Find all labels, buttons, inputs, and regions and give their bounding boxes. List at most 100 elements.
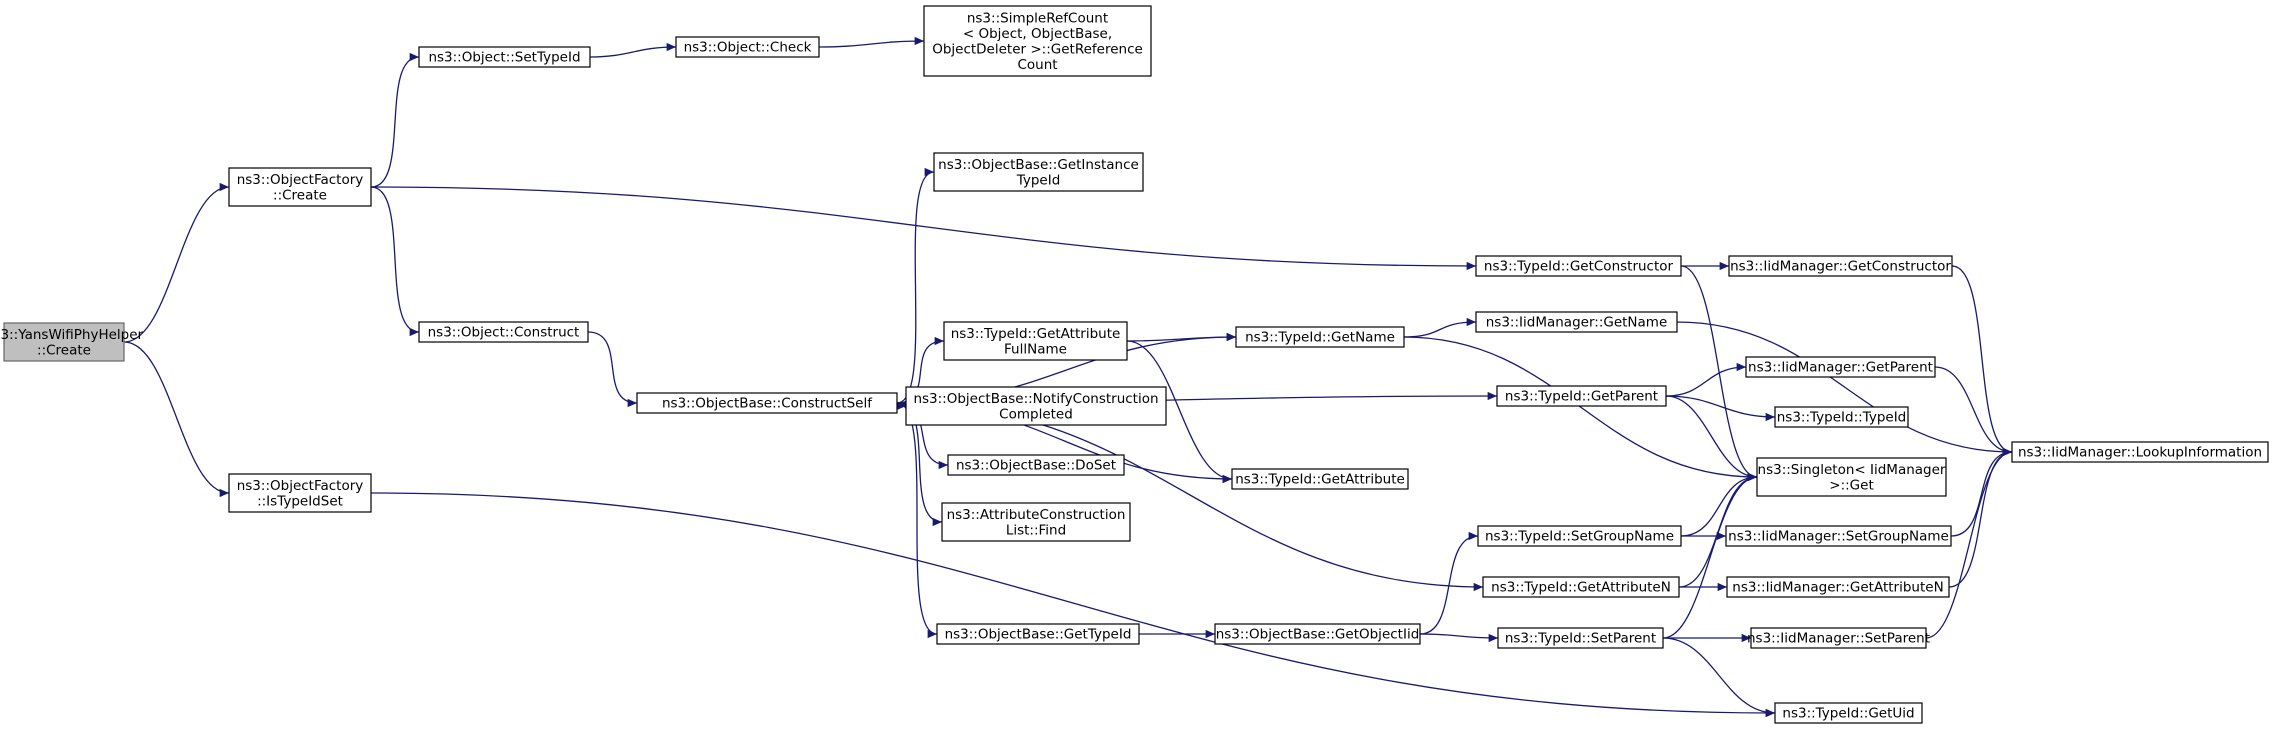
node-box [1774, 406, 1909, 428]
node-label: ObjectDeleter >::GetReference [932, 41, 1143, 57]
node-obj-settypeid[interactable]: ns3::Object::SetTypeId [418, 46, 591, 68]
node-label: ns3::IidManager::SetGroupName [1728, 529, 1949, 545]
node-label: ns3::ObjectBase::GetInstance [938, 157, 1139, 173]
node-label: ns3::IidManager::GetParent [1748, 360, 1933, 376]
edge-of-create-to-tid-getconstructor [370, 186, 1477, 271]
node-iid-setparent[interactable]: ns3::IidManager::SetParent [1747, 627, 1930, 649]
node-ob-getobjectiid[interactable]: ns3::ObjectBase::GetObjectIid [1214, 623, 1421, 645]
node-box [3, 322, 125, 362]
edge-tid-setgroupname-to-singleton-get [1680, 472, 1758, 537]
node-label: ns3::ObjectFactory [237, 478, 364, 494]
node-tid-typeid[interactable]: ns3::TypeId::TypeId [1774, 406, 1909, 428]
node-box [418, 321, 589, 343]
node-box [936, 623, 1140, 645]
node-ob-gettypeid[interactable]: ns3::ObjectBase::GetTypeId [936, 623, 1140, 645]
edge-tid-getname-to-singleton-get [1403, 336, 1758, 482]
edge-obj-settypeid-to-obj-check [589, 42, 677, 58]
node-label: ns3::ObjectBase::NotifyConstruction [913, 391, 1158, 407]
node-box [1231, 468, 1409, 490]
node-yans-create[interactable]: ns3::YansWifiPhyHelper::Create [0, 322, 144, 362]
node-box [1774, 702, 1923, 724]
node-iid-setgroupname[interactable]: ns3::IidManager::SetGroupName [1725, 525, 1952, 547]
node-box [228, 167, 372, 207]
node-box [923, 5, 1152, 77]
node-of-istypeidset[interactable]: ns3::ObjectFactory::IsTypeIdSet [228, 473, 372, 513]
node-label: ns3::Singleton< IidManager [1758, 462, 1946, 478]
node-srefcount[interactable]: ns3::SimpleRefCount< Object, ObjectBase,… [923, 5, 1152, 77]
node-label: ns3::ObjectBase::GetObjectIid [1216, 627, 1420, 643]
edge-iid-getparent-to-iid-lookupinformation [1934, 366, 2013, 457]
edge-iid-getconstructor-to-iid-lookupinformation [1951, 265, 2013, 457]
node-ob-notifyconstruction[interactable]: ns3::ObjectBase::NotifyConstructionCompl… [905, 386, 1167, 426]
edge-of-create-to-obj-construct [370, 186, 420, 337]
node-box [1235, 326, 1405, 348]
node-tid-getparent[interactable]: ns3::TypeId::GetParent [1496, 385, 1667, 407]
node-label: ns3::IidManager::GetConstructor [1730, 259, 1951, 275]
node-label: ns3::ObjectBase::ConstructSelf [662, 396, 873, 412]
edge-iid-getattributen-to-iid-lookupinformation [1948, 447, 2013, 588]
node-tid-getuid[interactable]: ns3::TypeId::GetUid [1774, 702, 1923, 724]
node-label: ::IsTypeIdSet [257, 493, 343, 509]
node-label: TypeId [1016, 172, 1061, 188]
node-iid-getname[interactable]: ns3::IidManager::GetName [1475, 311, 1678, 333]
node-box [2011, 441, 2269, 463]
edge-ob-constructself-to-ob-gettypeid [896, 402, 938, 639]
node-label: ns3::IidManager::GetName [1486, 315, 1668, 331]
node-label: ns3::ObjectFactory [237, 172, 364, 188]
node-tid-getconstructor[interactable]: ns3::TypeId::GetConstructor [1475, 255, 1682, 277]
node-iid-lookupinformation[interactable]: ns3::IidManager::LookupInformation [2011, 441, 2269, 463]
node-box [228, 473, 372, 513]
node-label: ns3::TypeId::GetUid [1782, 706, 1914, 722]
node-tid-getname[interactable]: ns3::TypeId::GetName [1235, 326, 1405, 348]
node-label: ::Create [37, 342, 91, 358]
node-box [1750, 627, 1927, 649]
node-label: ns3::SimpleRefCount [967, 10, 1108, 26]
edge-of-create-to-obj-settypeid [370, 52, 420, 188]
edge-tid-getattributefullname-to-tid-getattribute [1126, 340, 1233, 484]
node-ob-constructself[interactable]: ns3::ObjectBase::ConstructSelf [636, 392, 898, 414]
node-label: ns3::IidManager::SetParent [1747, 631, 1930, 647]
node-label: ns3::TypeId::GetAttribute [951, 326, 1121, 342]
node-label: ns3::Object::SetTypeId [428, 50, 580, 66]
node-label: ns3::IidManager::GetAttributeN [1732, 580, 1943, 596]
node-label: ns3::YansWifiPhyHelper [0, 327, 144, 343]
node-label: ns3::TypeId::GetParent [1505, 389, 1658, 405]
node-label: ns3::Object::Construct [428, 325, 580, 341]
node-box [1496, 385, 1667, 407]
node-label: Count [1017, 57, 1057, 73]
node-layer: ns3::YansWifiPhyHelper::Createns3::Objec… [0, 5, 2269, 724]
node-tid-getattribute[interactable]: ns3::TypeId::GetAttribute [1231, 468, 1409, 490]
node-box [905, 386, 1167, 426]
node-label: >::Get [1829, 477, 1873, 493]
node-obj-check[interactable]: ns3::Object::Check [675, 36, 820, 58]
node-ob-doset[interactable]: ns3::ObjectBase::DoSet [947, 454, 1125, 476]
node-iid-getconstructor[interactable]: ns3::IidManager::GetConstructor [1728, 255, 1953, 277]
edge-ob-getobjectiid-to-tid-setgroupname [1419, 531, 1479, 635]
node-box [675, 36, 820, 58]
node-label: ns3::TypeId::SetGroupName [1485, 529, 1674, 545]
edge-tid-getconstructor-to-singleton-get [1680, 265, 1758, 482]
edge-obj-construct-to-ob-constructself [587, 331, 638, 408]
node-box [1726, 576, 1950, 598]
node-obj-construct[interactable]: ns3::Object::Construct [418, 321, 589, 343]
node-label: List::Find [1006, 522, 1066, 538]
edge-tid-setparent-to-tid-getuid [1662, 637, 1776, 718]
node-iid-getparent[interactable]: ns3::IidManager::GetParent [1745, 356, 1936, 378]
edge-tid-getparent-to-tid-typeid [1665, 395, 1776, 422]
edge-yans-create-to-of-create [123, 182, 230, 343]
node-tid-getattributen[interactable]: ns3::TypeId::GetAttributeN [1482, 576, 1680, 598]
node-tid-setgroupname[interactable]: ns3::TypeId::SetGroupName [1477, 525, 1682, 547]
node-tid-setparent[interactable]: ns3::TypeId::SetParent [1497, 627, 1664, 649]
edge-iid-setparent-to-iid-lookupinformation [1925, 447, 2013, 639]
node-box [1725, 525, 1952, 547]
node-singleton-get[interactable]: ns3::Singleton< IidManager>::Get [1756, 457, 1947, 497]
node-label: ::Create [273, 187, 327, 203]
node-box [1477, 525, 1682, 547]
node-of-create[interactable]: ns3::ObjectFactory::Create [228, 167, 372, 207]
node-iid-getattributen[interactable]: ns3::IidManager::GetAttributeN [1726, 576, 1950, 598]
node-label: ns3::TypeId::GetAttribute [1235, 472, 1405, 488]
